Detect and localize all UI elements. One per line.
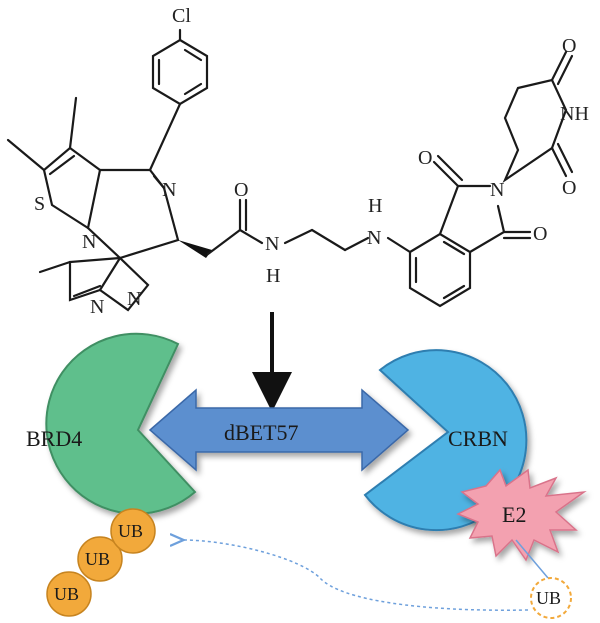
amine-nitrogen: N <box>367 227 381 249</box>
crbn-label: CRBN <box>448 426 508 451</box>
phthalimide-nitrogen: N <box>490 179 504 201</box>
amide-hydrogen: H <box>266 265 280 287</box>
triazole-nitrogen-3: N <box>127 288 141 310</box>
triazole-nitrogen-2: N <box>90 296 104 318</box>
incoming-ubiquitin <box>530 577 572 619</box>
brd4-label: BRD4 <box>26 426 82 451</box>
e2-enzyme <box>456 468 587 562</box>
ub-label-1: UB <box>54 584 79 604</box>
glutarimide-nh: NH <box>560 103 589 125</box>
ubiquitin-transfer-path <box>182 540 529 611</box>
imine-nitrogen: N <box>162 179 176 201</box>
glutarimide-oxygen-1: O <box>562 35 576 57</box>
dbet57-arrow <box>148 388 410 472</box>
chlorophenyl-ring <box>148 28 209 172</box>
incoming-ub-label: UB <box>536 588 561 608</box>
e2-label: E2 <box>502 502 526 527</box>
e2-ub-link <box>515 539 549 579</box>
brd4-protein <box>45 332 197 515</box>
dbet57-label: dBET57 <box>224 420 299 445</box>
ub-label-3: UB <box>118 521 143 541</box>
amide-oxygen: O <box>234 179 248 201</box>
glutarimide-ring <box>502 50 574 184</box>
phthalimide-ring <box>386 154 532 308</box>
ub-label-2: UB <box>85 549 110 569</box>
amide-nitrogen: N <box>265 233 279 255</box>
phthalimide-oxygen-1: O <box>418 147 432 169</box>
triazole-nitrogen-1: N <box>82 231 96 253</box>
sulfur-atom: S <box>34 193 45 215</box>
dbet57-structure: Cl S N N N N <box>6 5 589 318</box>
ubiquitin-chain: UB UB UB <box>46 508 156 617</box>
phthalimide-oxygen-2: O <box>533 223 547 245</box>
chlorine-atom: Cl <box>172 5 191 27</box>
glutarimide-oxygen-2: O <box>562 177 576 199</box>
amine-hydrogen: H <box>368 195 382 217</box>
diazepine-core <box>6 96 370 312</box>
